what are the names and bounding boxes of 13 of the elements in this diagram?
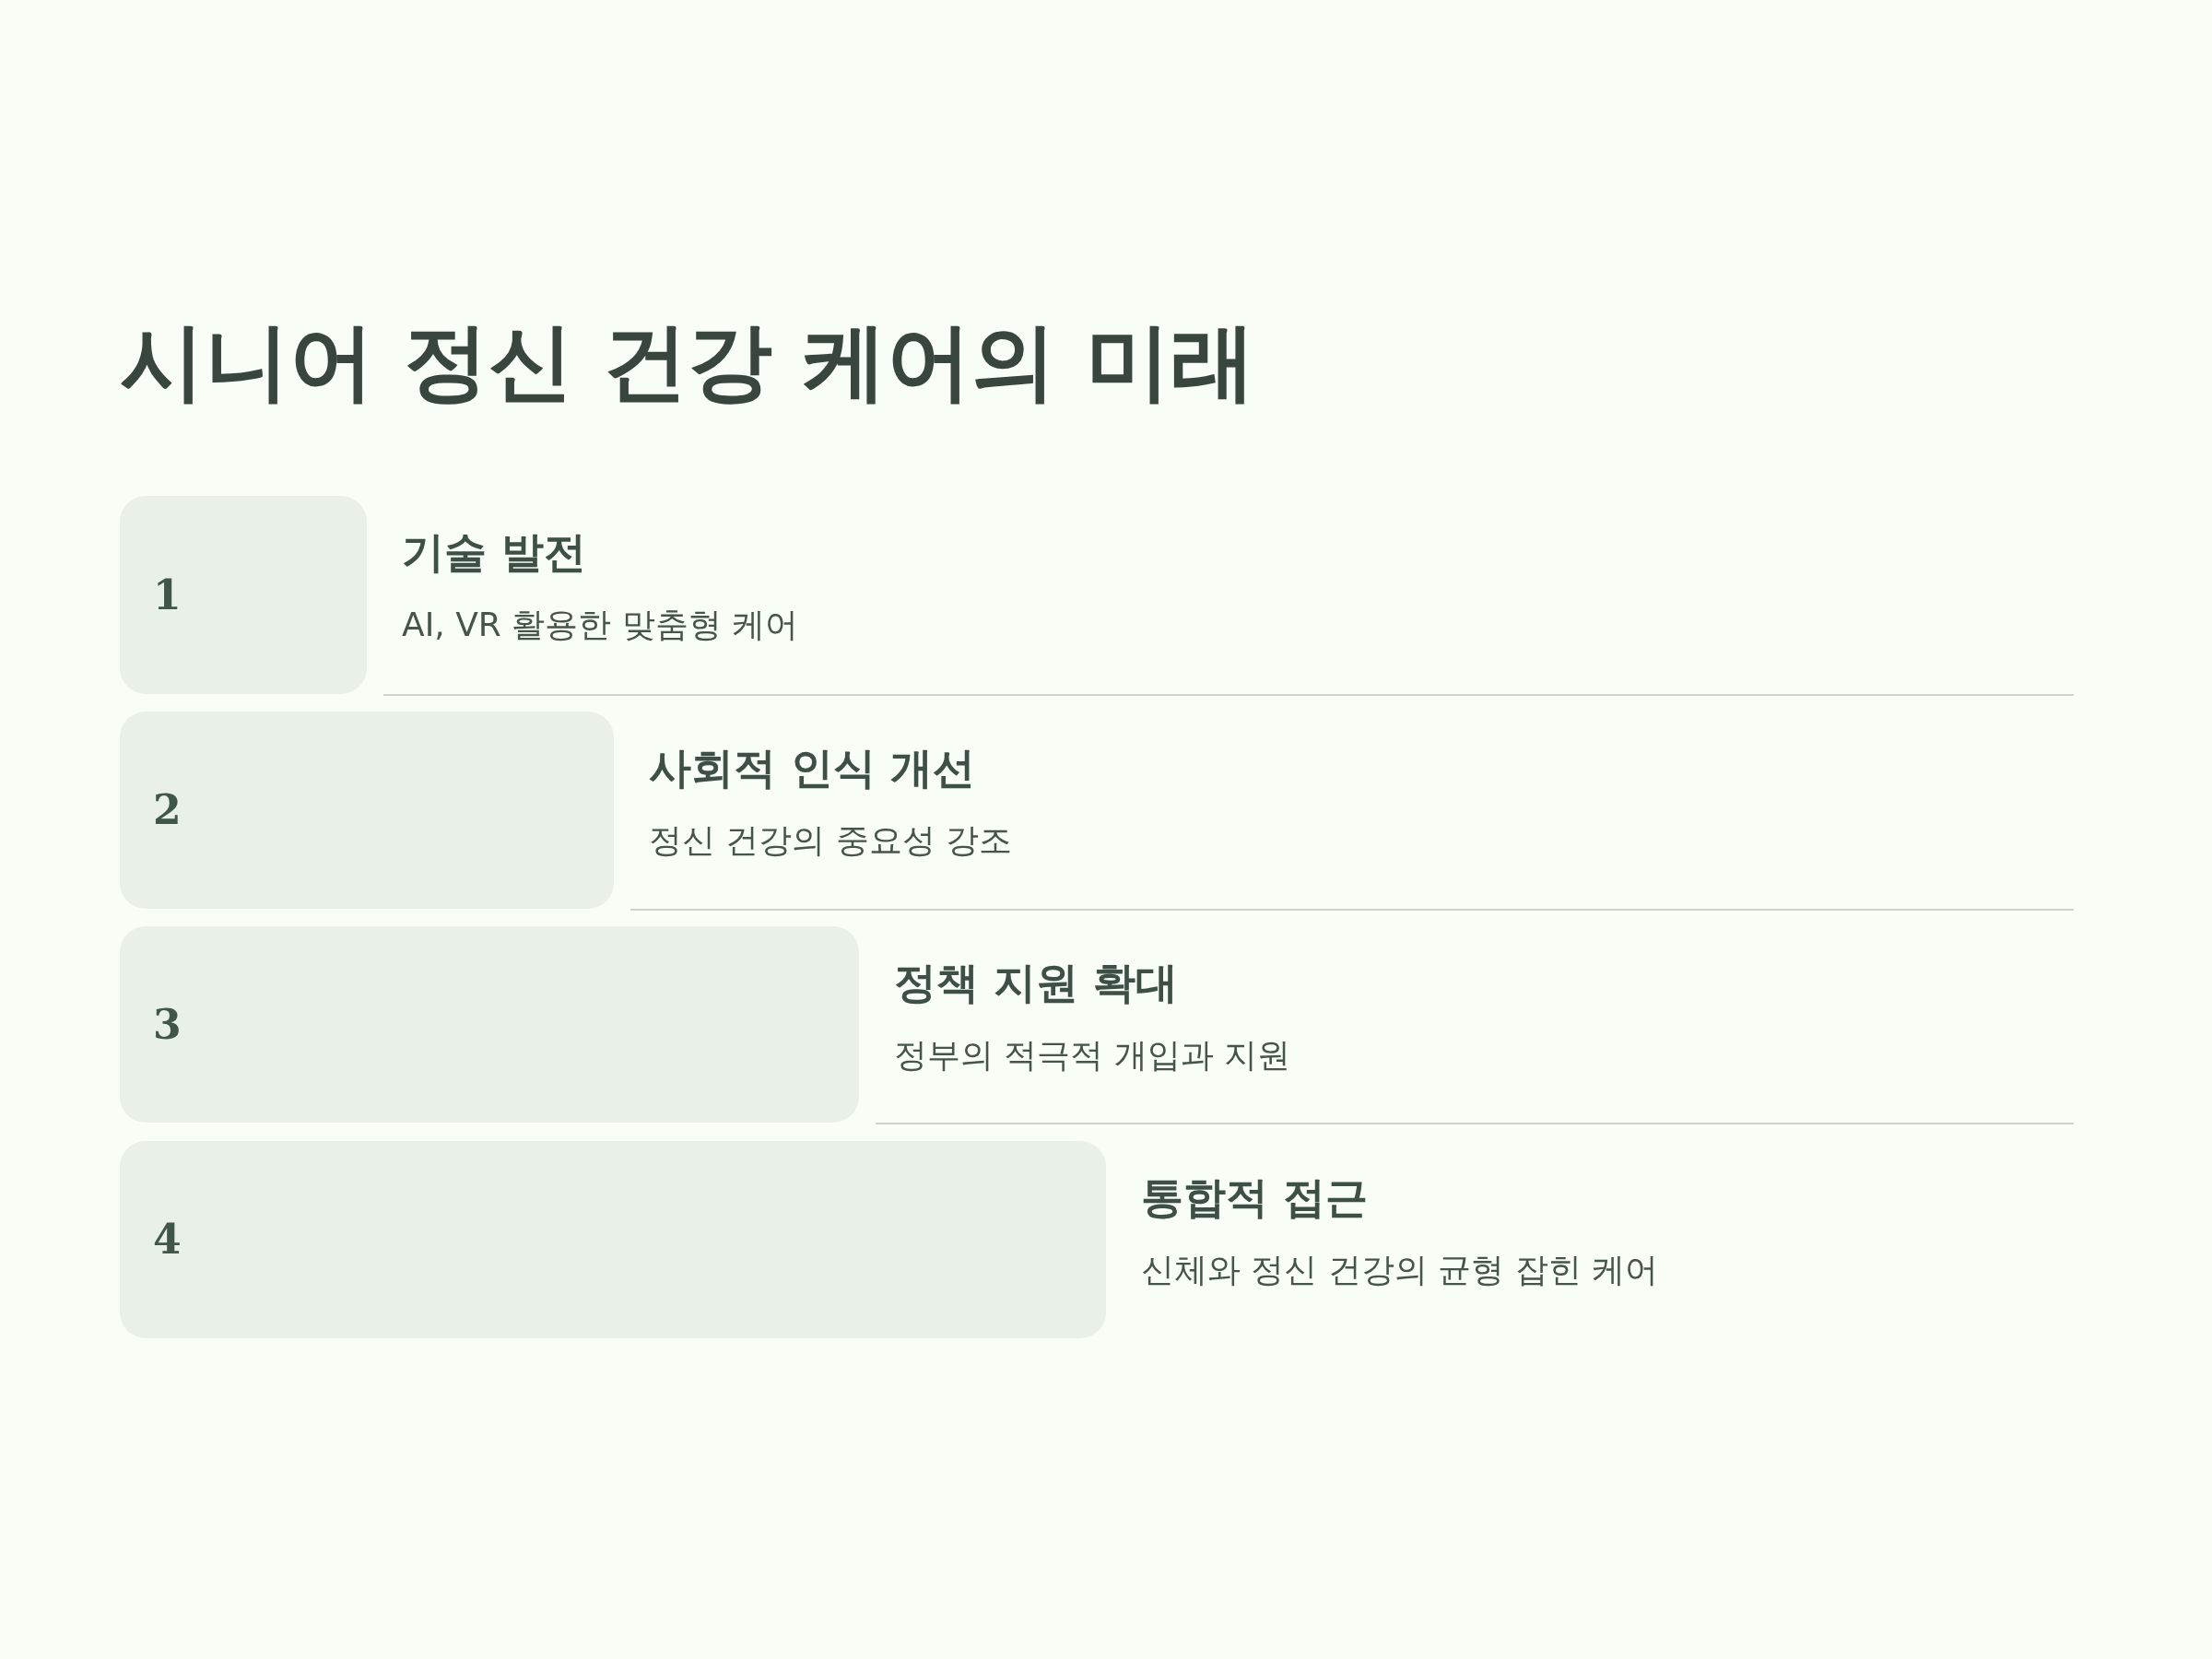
step-description: 신체와 정신 건강의 균형 잡힌 케어 [1141,1250,1659,1290]
step-description: 정신 건강의 중요성 강조 [649,820,1013,861]
title: 시니어 정신 건강 케어의 미래 [120,313,1256,411]
step-heading: 사회적 인식 개선 [649,743,976,794]
step-heading: 정책 지원 확대 [894,958,1179,1009]
step-number: 1 [153,572,182,618]
step-number: 3 [153,1002,182,1047]
step-heading: 기술 발전 [402,527,586,579]
step-number: 4 [153,1217,182,1263]
step-description: 정부의 적극적 개입과 지원 [894,1035,1291,1076]
step-description: AI, VR 활용한 맞춤형 케어 [402,605,799,645]
step-heading: 통합적 접근 [1141,1172,1368,1224]
step-number: 2 [153,787,182,833]
